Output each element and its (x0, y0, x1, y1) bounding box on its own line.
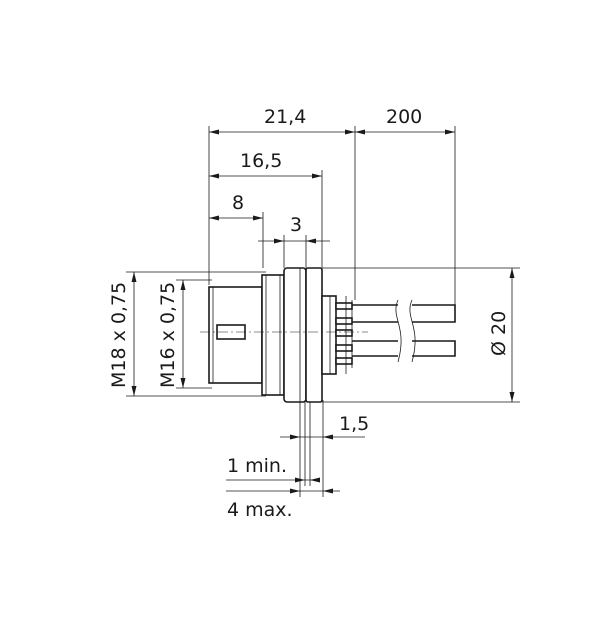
label-1min: 1 min. (227, 455, 287, 477)
flange (283, 267, 307, 403)
dim-m16 (176, 279, 212, 389)
connector-body (208, 267, 353, 403)
cable-wires (352, 299, 456, 363)
dim-200 (355, 129, 455, 135)
thread-body (261, 274, 285, 396)
label-dia20: Ø 20 (488, 311, 510, 356)
label-200: 200 (386, 106, 422, 128)
label-8: 8 (232, 192, 244, 214)
dim-8 (209, 215, 263, 221)
label-m16: M16 x 0,75 (157, 282, 179, 388)
dim-16-5 (209, 173, 322, 179)
dim-21-4 (209, 129, 355, 135)
label-1-5: 1,5 (339, 413, 369, 435)
dim-4max (226, 488, 340, 494)
rear-panel (305, 267, 323, 403)
rear-housing (321, 295, 337, 375)
extension-lines (208, 126, 456, 308)
label-21-4: 21,4 (264, 106, 306, 128)
label-4max: 4 max. (227, 499, 293, 521)
label-m18: M18 x 0,75 (108, 282, 130, 388)
dim-1-5 (280, 434, 365, 440)
dim-1min (226, 477, 320, 483)
label-16-5: 16,5 (240, 150, 282, 172)
label-3: 3 (290, 214, 302, 236)
dim-3 (258, 238, 330, 244)
dim-m18 (126, 271, 266, 397)
bottom-extension-lines (299, 400, 324, 497)
dim-dia20 (322, 267, 520, 403)
